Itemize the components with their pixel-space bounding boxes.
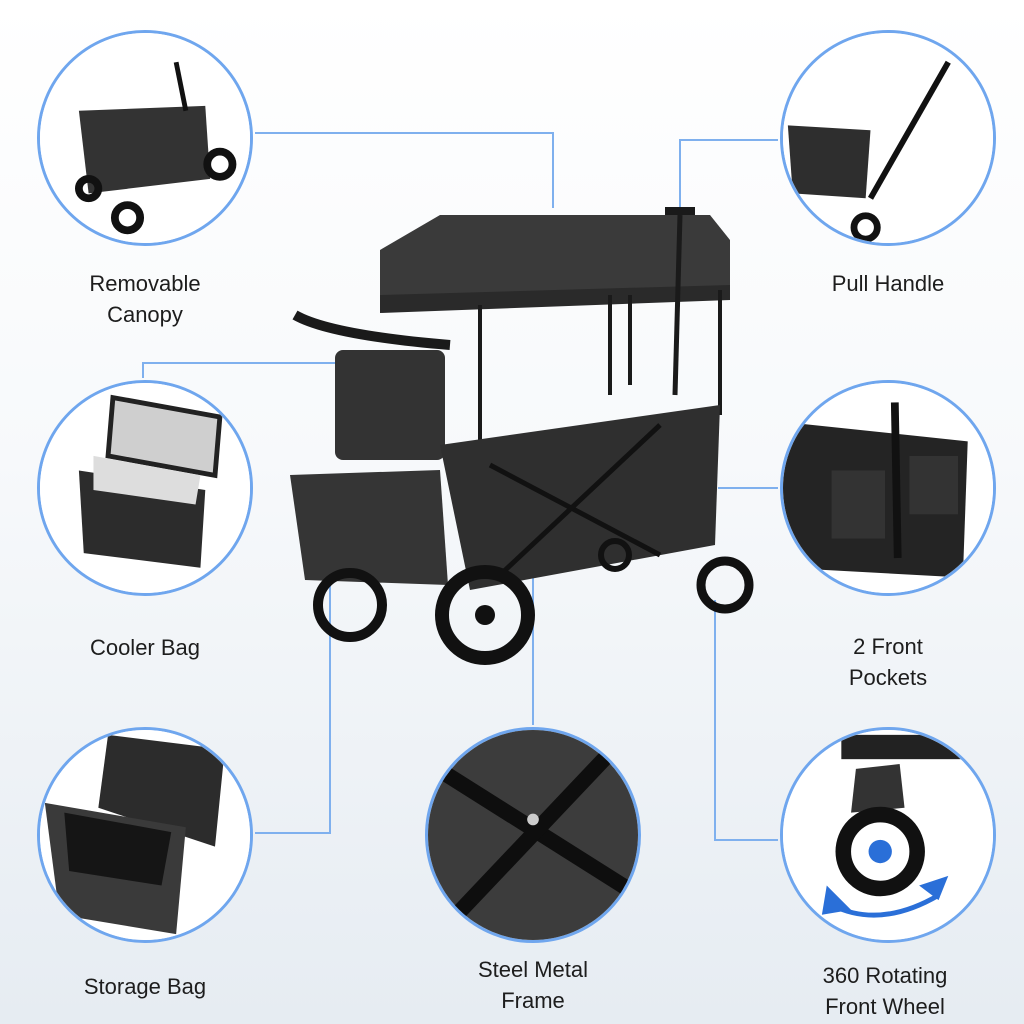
label-line: Storage Bag [83,974,207,999]
feature-label-cooler-bag: Cooler Bag [25,632,265,663]
label-line: Front Wheel [825,994,945,1019]
storage-bag-circle-image [37,727,253,943]
steel-frame-circle-image [425,727,641,943]
pull-handle-circle-image [780,30,996,246]
canopy-circle-image [37,30,253,246]
wagon-main-image [290,207,754,665]
front-pockets-circle-image [780,380,996,596]
feature-label-front-pockets: 2 Front Pockets [768,631,1008,693]
cooler-bag-circle-image [37,380,253,596]
feature-label-canopy: Removable Canopy [25,268,265,330]
feature-label-steel-frame: Steel Metal Frame [413,954,653,1016]
front-wheel-circle-image [780,727,996,943]
label-line: Canopy [107,302,183,327]
feature-label-front-wheel: 360 Rotating Front Wheel [765,960,1005,1022]
label-line: 2 Front [853,634,923,659]
feature-label-pull-handle: Pull Handle [768,268,1008,299]
label-line: Cooler Bag [89,635,201,660]
label-line: Steel Metal [477,957,589,982]
label-line: Removable [89,271,201,296]
feature-label-storage-bag: Storage Bag [25,971,265,1002]
label-line: Pockets [848,665,928,690]
label-line: Frame [501,988,565,1013]
label-line: 360 Rotating [822,963,948,988]
label-line: Pull Handle [831,271,945,296]
